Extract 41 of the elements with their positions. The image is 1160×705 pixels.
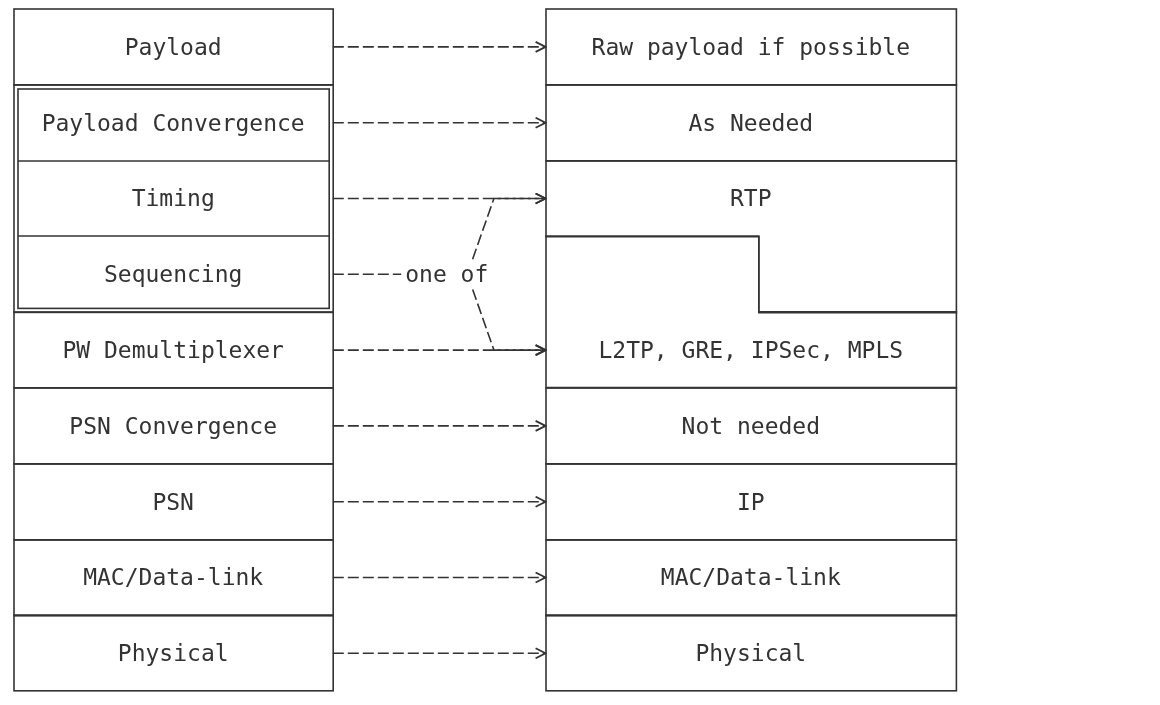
layer-box [545,388,956,464]
layer-box [13,615,333,692]
layer-box [13,539,333,616]
layer-box [545,236,956,388]
layer-label: MAC/Data-link [83,564,264,591]
layer-label: Payload [124,33,222,60]
layer-label: Raw payload if possible [591,33,911,60]
arrow [332,571,547,584]
layer-group-box [13,84,333,313]
arrow [332,495,547,508]
layer-label: RTP [730,185,772,212]
layer-label: PSN Convergence [69,412,278,439]
arrow [471,192,547,260]
layer-label: IP [736,488,765,515]
layer-box [545,615,956,692]
layer-label: Timing [131,185,215,212]
arrow [332,116,547,129]
layer-box [13,463,333,540]
layer-box [545,539,956,616]
layer-box [545,9,956,85]
layer-label: Not needed [681,412,821,439]
layer-label: Physical [695,640,807,667]
layer-label: PSN [152,488,194,515]
note-label: one of [405,261,489,288]
layer-label: Payload Convergence [41,109,305,136]
arrow [332,420,547,432]
layer-label: As Needed [688,109,814,136]
layer-label: Physical [117,640,229,667]
layer-label: Sequencing [103,261,243,288]
layer-box [13,388,333,464]
layer-label: PW Demultiplexer [62,337,284,364]
layer-label: MAC/Data-link [660,564,841,591]
arrow [332,41,547,53]
layer-box [13,312,333,388]
layer-box [545,84,956,161]
layer-box [13,9,333,85]
layer-box [545,463,956,540]
layer-box [545,160,956,313]
layer-label: L2TP, GRE, IPSec, MPLS [598,337,904,364]
arrow [332,647,547,660]
arrow [332,344,547,356]
